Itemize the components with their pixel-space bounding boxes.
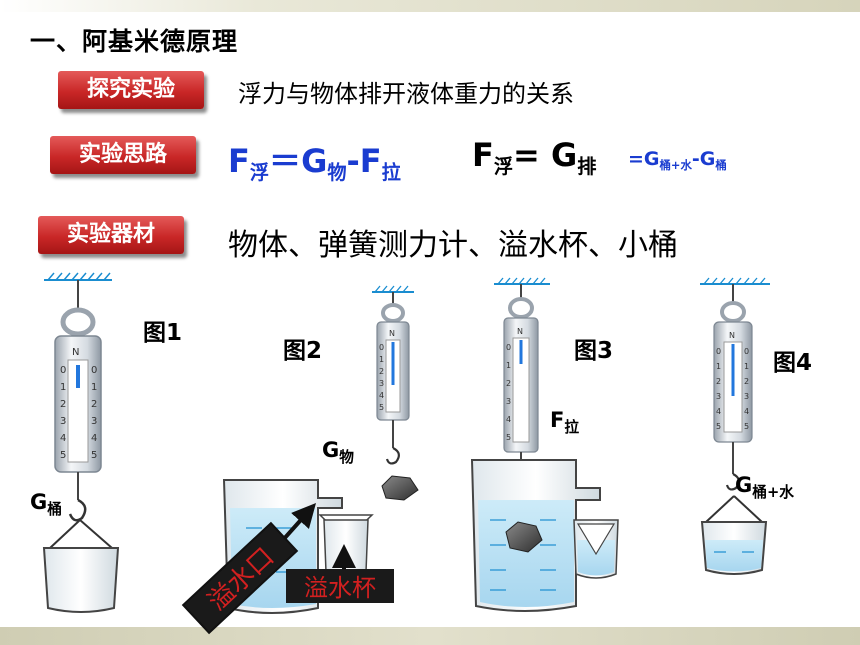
scale-mark: 1 bbox=[91, 382, 97, 393]
scale-mark: 3 bbox=[506, 397, 511, 406]
scale-mark: 3 bbox=[60, 416, 66, 427]
tag-idea: 实验思路 bbox=[50, 136, 196, 174]
scale-mark: 1 bbox=[60, 382, 66, 393]
scale-mark: 4 bbox=[744, 407, 749, 416]
scale-mark: 1 bbox=[716, 362, 721, 371]
scale-mark: 4 bbox=[716, 407, 721, 416]
scale-mark: 0 bbox=[379, 343, 384, 352]
scale-mark: 3 bbox=[379, 379, 384, 388]
scale-mark: 2 bbox=[91, 399, 97, 410]
scale-mark: 5 bbox=[91, 450, 97, 461]
scale-mark: 5 bbox=[60, 450, 66, 461]
scale-mark: 3 bbox=[91, 416, 97, 427]
explore-text: 浮力与物体排开液体重力的关系 bbox=[238, 80, 574, 108]
scale-mark: 0 bbox=[91, 365, 97, 376]
scale-unit-label: N bbox=[517, 327, 523, 336]
figure4-label: 图4 bbox=[773, 350, 813, 376]
scale-mark: 1 bbox=[506, 361, 511, 370]
slide-title: 一、阿基米德原理 bbox=[30, 27, 239, 56]
scale-mark: 3 bbox=[716, 392, 721, 401]
formula-buoyancy-weighing: F浮＝G物-F拉 bbox=[228, 142, 401, 184]
scale-mark: 4 bbox=[506, 415, 511, 424]
scale-mark: 0 bbox=[60, 365, 66, 376]
scale-mark: 5 bbox=[506, 433, 511, 442]
top-band bbox=[0, 0, 860, 12]
scale-mark: 5 bbox=[379, 403, 384, 412]
g-bucket-water-label: G桶+水 bbox=[735, 473, 794, 502]
materials-text: 物体、弹簧测力计、溢水杯、小桶 bbox=[228, 228, 678, 263]
figure3-label: 图3 bbox=[574, 338, 614, 364]
figure2-overflow-setup: N 0 1 2 3 4 5 溢水口 溢水杯 bbox=[181, 285, 419, 635]
figure1-label: 图1 bbox=[143, 320, 183, 346]
scale-unit-label: N bbox=[389, 329, 395, 338]
g-object-label: G物 bbox=[322, 438, 354, 467]
scale-mark: 2 bbox=[60, 399, 66, 410]
tag-materials: 实验器材 bbox=[38, 216, 184, 254]
scale-mark: 5 bbox=[744, 422, 749, 431]
scale-mark: 3 bbox=[744, 392, 749, 401]
scale-unit-label: N bbox=[729, 331, 735, 340]
scale-mark: 2 bbox=[716, 377, 721, 386]
scale-mark: 0 bbox=[744, 347, 749, 356]
g-bucket-label: G桶 bbox=[30, 490, 62, 519]
figure2-label: 图2 bbox=[283, 338, 323, 364]
scale-mark: 4 bbox=[379, 391, 384, 400]
scale-mark: 5 bbox=[716, 422, 721, 431]
formula-buoyancy-displaced: F浮= G排 bbox=[472, 136, 597, 178]
scale-mark: 0 bbox=[716, 347, 721, 356]
scale-mark: 2 bbox=[379, 367, 384, 376]
scale-mark: 1 bbox=[379, 355, 384, 364]
scale-mark: 0 bbox=[506, 343, 511, 352]
overflow-cup-label: 溢水杯 bbox=[304, 574, 376, 602]
bottom-band bbox=[0, 627, 860, 645]
formula-displaced-weight: =G桶+水-G桶 bbox=[628, 148, 727, 172]
scale-mark: 2 bbox=[744, 377, 749, 386]
scale-unit-label: N bbox=[72, 347, 79, 358]
scale-mark: 1 bbox=[744, 362, 749, 371]
tag-explore: 探究实验 bbox=[58, 71, 204, 109]
scale-mark: 4 bbox=[60, 433, 66, 444]
scale-mark: 4 bbox=[91, 433, 97, 444]
figure1-spring-scale: N 0 1 2 3 4 5 0 1 2 3 4 5 bbox=[42, 272, 120, 613]
figure4-bucket-with-water: N 0 1 2 3 4 5 0 1 2 3 4 5 bbox=[700, 277, 770, 575]
figure3-immersed-object: N 0 1 2 3 4 5 bbox=[470, 277, 619, 612]
scale-mark: 2 bbox=[506, 379, 511, 388]
f-pull-label: F拉 bbox=[550, 408, 580, 437]
